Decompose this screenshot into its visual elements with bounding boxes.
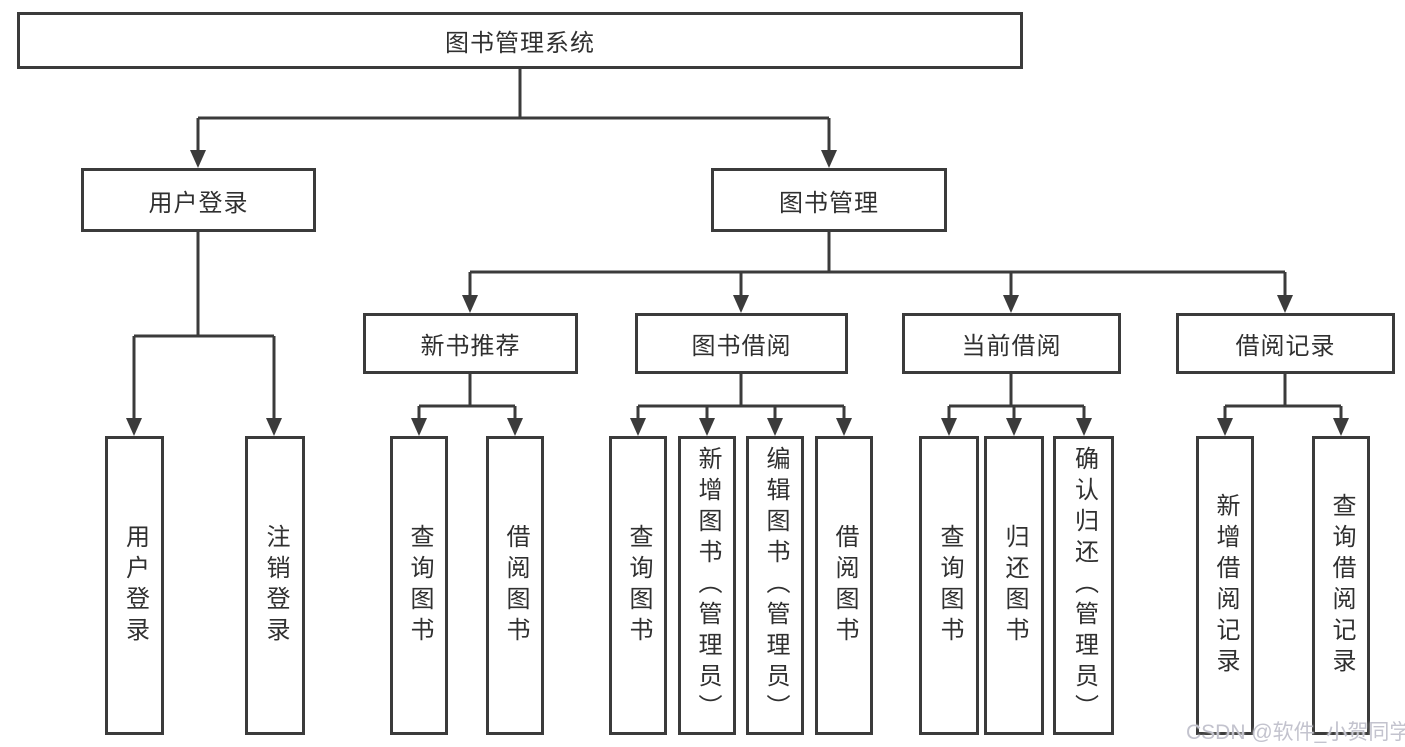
node-label: 归还图书: [1001, 523, 1028, 648]
node-label: 借阅记录: [1235, 333, 1336, 360]
node-user-login: 用户登录: [81, 168, 316, 232]
connector-current-borrowing-to-leaves: [941, 374, 1092, 436]
leaf-borrowing-borrow-books: 借阅图书: [815, 436, 873, 735]
leaf-recommend-borrow-books: 借阅图书: [486, 436, 544, 735]
node-label: 查询图书: [625, 523, 652, 648]
node-current-borrowing: 当前借阅: [902, 313, 1121, 374]
node-label: 新书推荐: [420, 333, 521, 360]
node-label: 注销登录: [262, 523, 289, 648]
node-book-management: 图书管理: [711, 168, 947, 232]
leaf-recommend-query-books: 查询图书: [390, 436, 448, 735]
csdn-watermark: CSDN @软件_小贺同学: [1186, 721, 1405, 744]
node-label: 用户登录: [148, 189, 249, 217]
leaf-records-add-record: 新增借阅记录: [1196, 436, 1254, 735]
node-label: 图书管理: [779, 189, 879, 217]
node-label: 图书管理系统: [445, 30, 595, 57]
node-label: 图书借阅: [691, 333, 792, 360]
node-new-book-recommendation: 新书推荐: [363, 313, 578, 374]
node-borrowing-records: 借阅记录: [1176, 313, 1395, 374]
leaf-current-confirm-return-admin: 确认归还（管理员）: [1053, 436, 1114, 735]
node-label: 查询图书: [936, 523, 963, 648]
node-book-management-system: 图书管理系统: [17, 12, 1023, 69]
leaf-current-query-books: 查询图书: [919, 436, 979, 735]
leaf-borrowing-add-books-admin: 新增图书（管理员）: [678, 436, 736, 735]
node-label: 当前借阅: [961, 333, 1062, 360]
node-label: 新增图书（管理员）: [694, 446, 721, 725]
leaf-borrowing-edit-books-admin: 编辑图书（管理员）: [746, 436, 804, 735]
leaf-logout: 注销登录: [245, 436, 305, 735]
connector-user-login-to-leaves: [126, 232, 282, 436]
node-label: 确认归还（管理员）: [1070, 446, 1098, 725]
leaf-borrowing-query-books: 查询图书: [609, 436, 667, 735]
connector-book-borrowing-to-leaves: [630, 374, 852, 436]
connector-borrowing-records-to-leaves: [1217, 374, 1349, 436]
node-book-borrowing: 图书借阅: [635, 313, 848, 374]
node-label: 查询借阅记录: [1328, 492, 1355, 679]
leaf-user-login: 用户登录: [105, 436, 164, 735]
node-label: 新增借阅记录: [1212, 492, 1239, 679]
node-label: 借阅图书: [502, 523, 529, 648]
leaf-records-query-record: 查询借阅记录: [1312, 436, 1370, 735]
node-label: 编辑图书（管理员）: [762, 446, 789, 725]
connector-book-management-to-level2: [462, 232, 1293, 313]
node-label: 用户登录: [121, 523, 149, 648]
connector-new-book-recommendation-to-leaves: [411, 374, 523, 436]
node-label: 借阅图书: [831, 523, 858, 648]
leaf-current-return-books: 归还图书: [984, 436, 1044, 735]
connector-root-to-level1: [190, 69, 837, 168]
node-label: 查询图书: [406, 523, 433, 648]
